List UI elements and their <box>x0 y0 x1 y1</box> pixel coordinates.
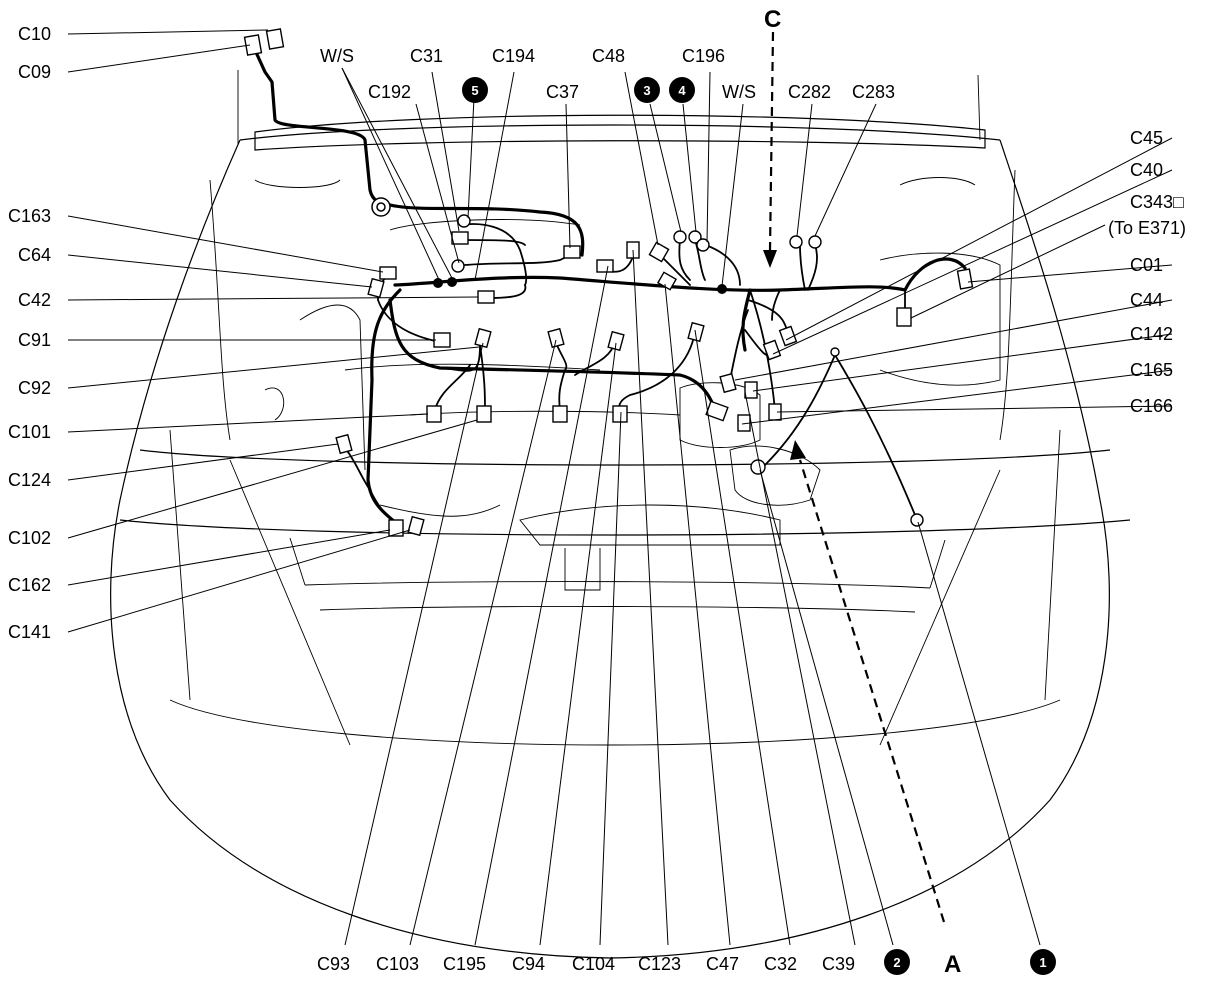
label-c01: C01 <box>1130 255 1163 275</box>
label-c196: C196 <box>682 46 725 66</box>
label-c45: C45 <box>1130 128 1163 148</box>
label-view-a: A <box>944 951 961 978</box>
label-c103: C103 <box>376 954 419 974</box>
callout-1-text: 1 <box>1039 955 1046 970</box>
label-c124: C124 <box>8 470 51 490</box>
label-c101: C101 <box>8 422 51 442</box>
label-c44: C44 <box>1130 290 1163 310</box>
label-view-c: C <box>764 6 781 33</box>
label-c163: C163 <box>8 206 51 226</box>
label-c192: C192 <box>368 82 411 102</box>
view-arrows <box>763 31 946 923</box>
label-c48: C48 <box>592 46 625 66</box>
callout-5: 5 <box>462 77 488 103</box>
label-c93: C93 <box>317 954 350 974</box>
label-c102: C102 <box>8 528 51 548</box>
label-c94: C94 <box>512 954 545 974</box>
callout-4: 4 <box>669 77 695 103</box>
junction-points <box>371 197 727 294</box>
label-c343: C343□ <box>1130 192 1184 212</box>
label-c37: C37 <box>546 82 579 102</box>
label-c42: C42 <box>18 290 51 310</box>
label-c09: C09 <box>18 62 51 82</box>
label-c10: C10 <box>18 24 51 44</box>
label-c141: C141 <box>8 622 51 642</box>
leader-lines <box>67 29 1173 946</box>
label-c195: C195 <box>443 954 486 974</box>
label-c123: C123 <box>638 954 681 974</box>
label-c64: C64 <box>18 245 51 265</box>
label-c162: C162 <box>8 575 51 595</box>
label-c47: C47 <box>706 954 739 974</box>
label-ws-left: W/S <box>320 46 354 66</box>
label-c142: C142 <box>1130 324 1173 344</box>
view-c-arrowhead <box>763 250 777 268</box>
label-c283: C283 <box>852 82 895 102</box>
callout-2-text: 2 <box>893 955 900 970</box>
label-c92: C92 <box>18 378 51 398</box>
callout-3: 3 <box>634 77 660 103</box>
label-c91: C91 <box>18 330 51 350</box>
callout-4-text: 4 <box>678 83 686 98</box>
callout-5-text: 5 <box>471 83 478 98</box>
label-c39: C39 <box>822 954 855 974</box>
label-c166: C166 <box>1130 396 1173 416</box>
label-c194: C194 <box>492 46 535 66</box>
label-c282: C282 <box>788 82 831 102</box>
view-a-arrowhead <box>790 440 806 460</box>
vehicle-outline <box>110 70 1131 959</box>
label-ws-right: W/S <box>722 82 756 102</box>
label-c104: C104 <box>572 954 615 974</box>
label-c31: C31 <box>410 46 443 66</box>
label-c165: C165 <box>1130 360 1173 380</box>
callout-1: 1 <box>1030 949 1056 975</box>
connector-labels: C10 C09 W/S C31 C194 C48 C196 C192 C37 W… <box>8 6 1186 978</box>
label-c32: C32 <box>764 954 797 974</box>
numbered-callouts: 5 3 4 2 1 <box>462 77 1056 975</box>
callout-2: 2 <box>884 949 910 975</box>
label-c40: C40 <box>1130 160 1163 180</box>
label-to-e371: (To E371) <box>1108 218 1186 238</box>
callout-3-text: 3 <box>643 83 650 98</box>
